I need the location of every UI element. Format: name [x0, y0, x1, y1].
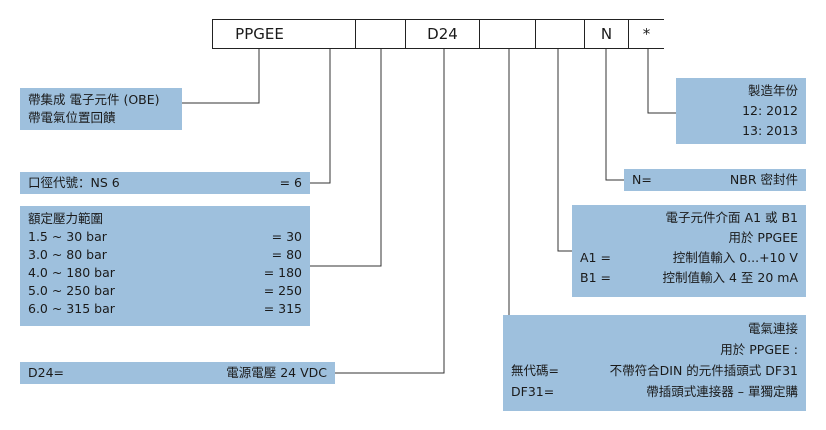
obe-line2: 帶電氣位置回饋: [28, 110, 116, 125]
interface-code: B1 =: [580, 270, 611, 285]
code-cell-ppgee: PPGEE: [212, 19, 307, 49]
ns-label: 口徑代號：NS 6: [28, 175, 120, 190]
order-code-bar: PPGEE D24 N *: [212, 19, 664, 49]
year-row: 13: 2013: [742, 123, 798, 138]
voltage-label: D24=: [28, 365, 65, 380]
line-obe: [182, 49, 260, 104]
obe-line1: 帶集成 電子元件 (OBE): [28, 92, 160, 107]
interface-row: B1 = 控制值輸入 4 至 20 mA: [580, 268, 798, 288]
pressure-box: 額定壓力範圍 1.5 ~ 30 bar = 30 3.0 ~ 80 bar = …: [20, 206, 310, 326]
code-cell-ns: [306, 19, 356, 49]
pressure-range: 5.0 ~ 250 bar: [28, 283, 115, 298]
pressure-title: 額定壓力範圍: [28, 211, 104, 226]
seal-value: NBR 密封件: [729, 172, 798, 187]
interface-desc: 控制值輸入 4 至 20 mA: [662, 270, 798, 285]
pressure-row: 1.5 ~ 30 bar = 30: [28, 228, 302, 246]
pressure-code: = 315: [263, 301, 302, 316]
line-year: [647, 49, 676, 114]
connection-code: 無代碼=: [511, 363, 559, 378]
connection-title: 電氣連接: [747, 321, 798, 336]
pressure-row: 4.0 ~ 180 bar = 180: [28, 264, 302, 282]
pressure-range: 4.0 ~ 180 bar: [28, 265, 115, 280]
line-pressure: [310, 49, 382, 267]
pressure-range: 1.5 ~ 30 bar: [28, 229, 107, 244]
line-interface: [557, 49, 572, 252]
year-row: 12: 2012: [742, 103, 798, 118]
code-cell-connection: [480, 19, 536, 49]
code-cell-year: *: [629, 19, 664, 49]
pressure-range: 3.0 ~ 80 bar: [28, 247, 107, 262]
pressure-code: = 250: [263, 283, 302, 298]
ns-value: = 6: [279, 175, 302, 190]
connection-code: DF31=: [511, 384, 555, 399]
interface-box: 電子元件介面 A1 或 B1 用於 PPGEE A1 = 控制值輸入 0...+…: [572, 205, 806, 297]
obe-box: 帶集成 電子元件 (OBE) 帶電氣位置回饋: [20, 88, 182, 130]
interface-desc: 控制值輸入 0...+10 V: [672, 250, 798, 265]
pressure-row: 3.0 ~ 80 bar = 80: [28, 246, 302, 264]
ns-box: 口徑代號：NS 6 = 6: [20, 172, 310, 194]
code-cell-seal: N: [585, 19, 629, 49]
interface-row: A1 = 控制值輸入 0...+10 V: [580, 248, 798, 268]
seal-box: N= NBR 密封件: [624, 169, 806, 191]
voltage-box: D24= 電源電壓 24 VDC: [20, 362, 335, 384]
line-seal: [605, 49, 624, 181]
connection-row: DF31= 帶插頭式連接器 – 單獨定購: [511, 381, 798, 402]
pressure-code: = 80: [271, 247, 302, 262]
interface-subtitle: 用於 PPGEE: [728, 230, 798, 245]
year-title: 製造年份: [747, 83, 798, 98]
pressure-row: 5.0 ~ 250 bar = 250: [28, 282, 302, 300]
line-ns: [300, 49, 331, 184]
interface-title: 電子元件介面 A1 或 B1: [665, 210, 798, 225]
pressure-code: = 30: [271, 229, 302, 244]
connection-row: 無代碼= 不帶符合DIN 的元件插頭式 DF31: [511, 360, 798, 381]
pressure-range: 6.0 ~ 315 bar: [28, 301, 115, 316]
code-cell-interface: [536, 19, 585, 49]
interface-code: A1 =: [580, 250, 611, 265]
pressure-row: 6.0 ~ 315 bar = 315: [28, 300, 302, 318]
connection-desc: 不帶符合DIN 的元件插頭式 DF31: [609, 363, 798, 378]
seal-label: N=: [632, 172, 652, 187]
line-voltage: [335, 49, 445, 374]
code-cell-d24: D24: [406, 19, 480, 49]
connection-box: 電氣連接 用於 PPGEE : 無代碼= 不帶符合DIN 的元件插頭式 DF31…: [503, 315, 806, 411]
voltage-value: 電源電壓 24 VDC: [226, 365, 327, 380]
year-box: 製造年份 12: 2012 13: 2013: [676, 78, 806, 144]
pressure-code: = 180: [263, 265, 302, 280]
code-cell-pressure: [356, 19, 406, 49]
connection-subtitle: 用於 PPGEE :: [720, 342, 798, 357]
connection-desc: 帶插頭式連接器 – 單獨定購: [646, 384, 798, 399]
